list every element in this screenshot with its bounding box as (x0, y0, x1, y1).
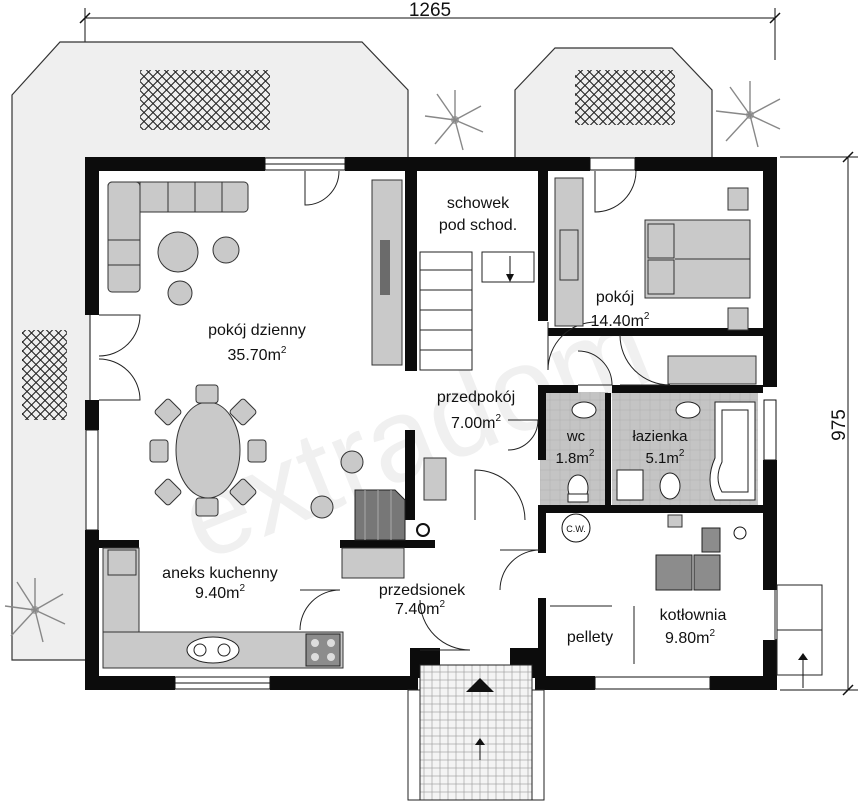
svg-text:5.1m2: 5.1m2 (646, 448, 685, 467)
entrance-arrow-icon (475, 738, 485, 745)
svg-text:schowek: schowek (447, 195, 510, 212)
armchair-icon (167, 280, 193, 306)
svg-text:1.8m2: 1.8m2 (556, 448, 595, 467)
side-entrance-arrow-icon (798, 653, 808, 660)
svg-text:9.80m2: 9.80m2 (665, 628, 715, 647)
armchair-icon (212, 236, 240, 264)
bed-icon (644, 219, 751, 299)
sink-icon (186, 636, 240, 664)
dimension-height-label: 975 (829, 409, 850, 441)
stair-rail (407, 689, 421, 801)
svg-text:pokój dzienny: pokój dzienny (208, 322, 306, 339)
burner-icon (311, 653, 319, 661)
terrace-left-pattern-side (22, 330, 67, 420)
svg-text:przedpokój: przedpokój (437, 389, 515, 406)
svg-text:14.40m2: 14.40m2 (591, 311, 650, 330)
walls (85, 157, 777, 690)
sink-bowl-icon (217, 643, 231, 657)
burner-icon (327, 653, 335, 661)
room-label-boiler: kotłownia 9.80m2 (660, 607, 727, 647)
flue-icon (701, 527, 721, 553)
dining-table-icon (175, 401, 241, 499)
doors (98, 170, 811, 651)
tree-icon (424, 90, 484, 151)
svg-text:pod schod.: pod schod. (439, 217, 517, 234)
cooktop-icon (305, 633, 341, 667)
pellet-feeder-icon (693, 554, 721, 591)
wardrobe-icon (423, 457, 447, 501)
windows (85, 157, 777, 690)
bathtub-icon (709, 401, 756, 501)
chimney-icon (416, 523, 430, 537)
room-label-bath: łazienka 5.1m2 (632, 428, 688, 467)
svg-text:kotłownia: kotłownia (660, 607, 727, 624)
entrance-arrow-icon (466, 678, 494, 692)
stool-icon (340, 450, 364, 474)
toilet-icon (659, 472, 681, 500)
svg-text:9.40m2: 9.40m2 (195, 583, 245, 602)
terrace-right-pattern (575, 70, 675, 125)
svg-text:35.70m2: 35.70m2 (228, 345, 287, 364)
tv-cabinet-icon (371, 179, 403, 366)
room-label-storage: schowek pod schod. (439, 195, 517, 234)
sofa-icon (107, 181, 249, 293)
dimension-right: 975 (780, 151, 858, 696)
tv-icon (380, 240, 390, 295)
cw-boiler-icon (561, 513, 591, 543)
svg-text:7.00m2: 7.00m2 (451, 413, 501, 432)
nightstand-icon (727, 187, 749, 211)
dimension-width-label: 1265 (409, 0, 451, 21)
vent-icon (733, 526, 747, 540)
tree-icon (4, 578, 66, 643)
room-label-hall: przedpokój 7.00m2 (437, 389, 515, 432)
stair-rail (531, 689, 545, 801)
room-label-wc: wc 1.8m2 (556, 428, 595, 467)
toilet-tank-icon (567, 493, 589, 503)
coffee-table-icon (157, 231, 199, 273)
dimension-top: 1265 (79, 0, 781, 60)
heater-icon (667, 514, 683, 528)
svg-text:łazienka: łazienka (632, 428, 688, 445)
room-label-kitchen: aneks kuchenny 9.40m2 (162, 565, 278, 602)
svg-text:aneks kuchenny: aneks kuchenny (162, 565, 278, 582)
burner-icon (327, 639, 335, 647)
chest-icon (667, 355, 757, 385)
svg-text:7.40m2: 7.40m2 (395, 599, 445, 618)
washbasin-icon (675, 401, 701, 419)
dining-chair-icon (149, 384, 267, 517)
fridge-icon (107, 549, 137, 576)
room-label-room: pokój 14.40m2 (591, 289, 650, 330)
svg-text:przedsionek: przedsionek (379, 582, 466, 599)
room-label-vestibule: przedsionek 7.40m2 (379, 582, 466, 618)
room-label-pellets: pellety (567, 629, 613, 646)
cw-label: C.W. (566, 524, 586, 534)
svg-text:wc: wc (566, 428, 586, 445)
nightstand-icon (727, 307, 749, 331)
sink-bowl-icon (193, 643, 207, 657)
terrace-left-pattern-top (140, 70, 270, 130)
boiler-icon (655, 554, 693, 591)
tree-icon (715, 81, 781, 148)
desk-icon (559, 229, 579, 281)
fireplace-icon (341, 547, 405, 579)
stairs-icon (354, 251, 535, 541)
washing-machine-icon (616, 469, 644, 501)
stool-icon (310, 495, 334, 519)
burner-icon (311, 639, 319, 647)
svg-text:pokój: pokój (596, 289, 634, 306)
room-label-living: pokój dzienny 35.70m2 (208, 322, 306, 364)
washbasin-icon (571, 401, 597, 419)
